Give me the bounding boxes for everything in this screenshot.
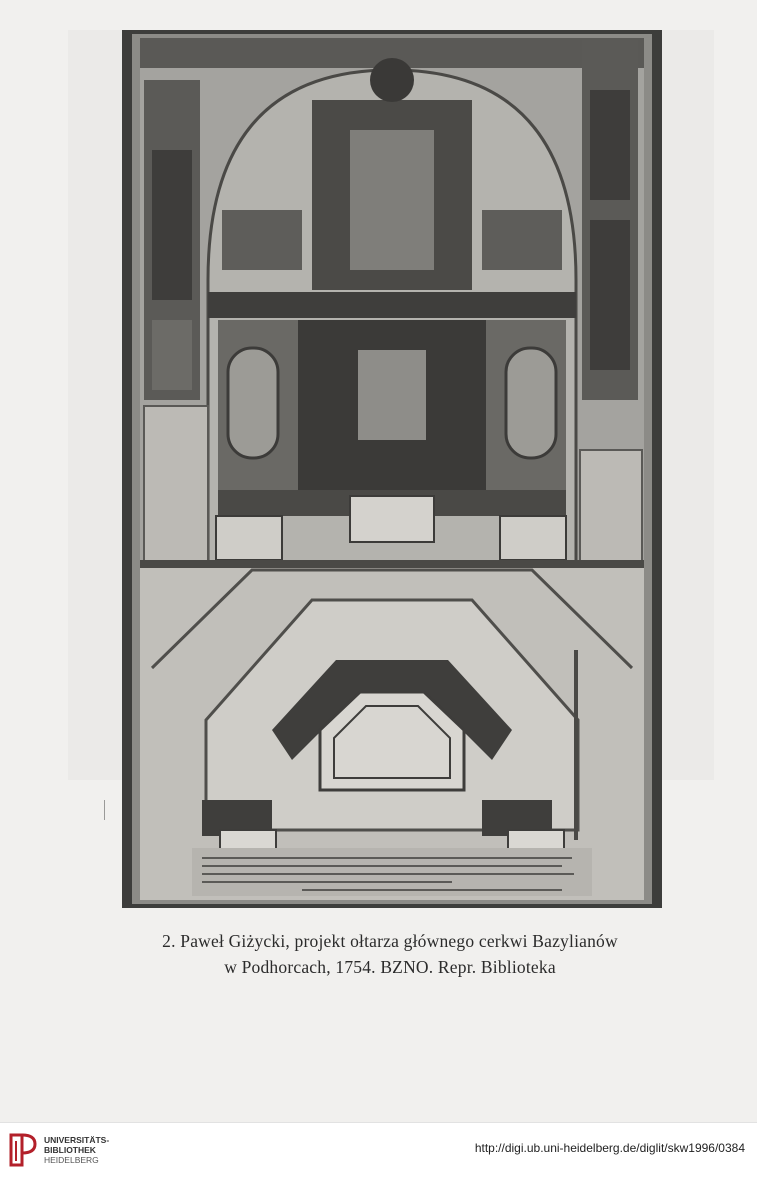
logo-line-1: UNIVERSITÄTS-	[44, 1135, 110, 1145]
altar-drawing-image	[132, 34, 652, 904]
caption-line-1: 2. Paweł Giżycki, projekt ołtarza główne…	[162, 931, 618, 951]
margin-mark	[104, 800, 105, 820]
logo-line-3: HEIDELBERG	[44, 1155, 99, 1165]
library-logo-icon	[9, 1133, 37, 1167]
library-logo-text: UNIVERSITÄTS- BIBLIOTHEK HEIDELBERG	[44, 1135, 109, 1165]
source-url-link[interactable]: http://digi.ub.uni-heidelberg.de/diglit/…	[474, 1141, 745, 1155]
figure-caption: 2. Paweł Giżycki, projekt ołtarza główne…	[120, 928, 660, 980]
caption-line-2: w Podhorcach, 1754. BZNO. Repr. Bibliote…	[224, 957, 556, 977]
altar-drawing-plate	[122, 30, 662, 908]
logo-line-2: BIBLIOTHEK	[44, 1145, 96, 1155]
footer-bar: UNIVERSITÄTS- BIBLIOTHEK HEIDELBERG http…	[0, 1122, 757, 1177]
